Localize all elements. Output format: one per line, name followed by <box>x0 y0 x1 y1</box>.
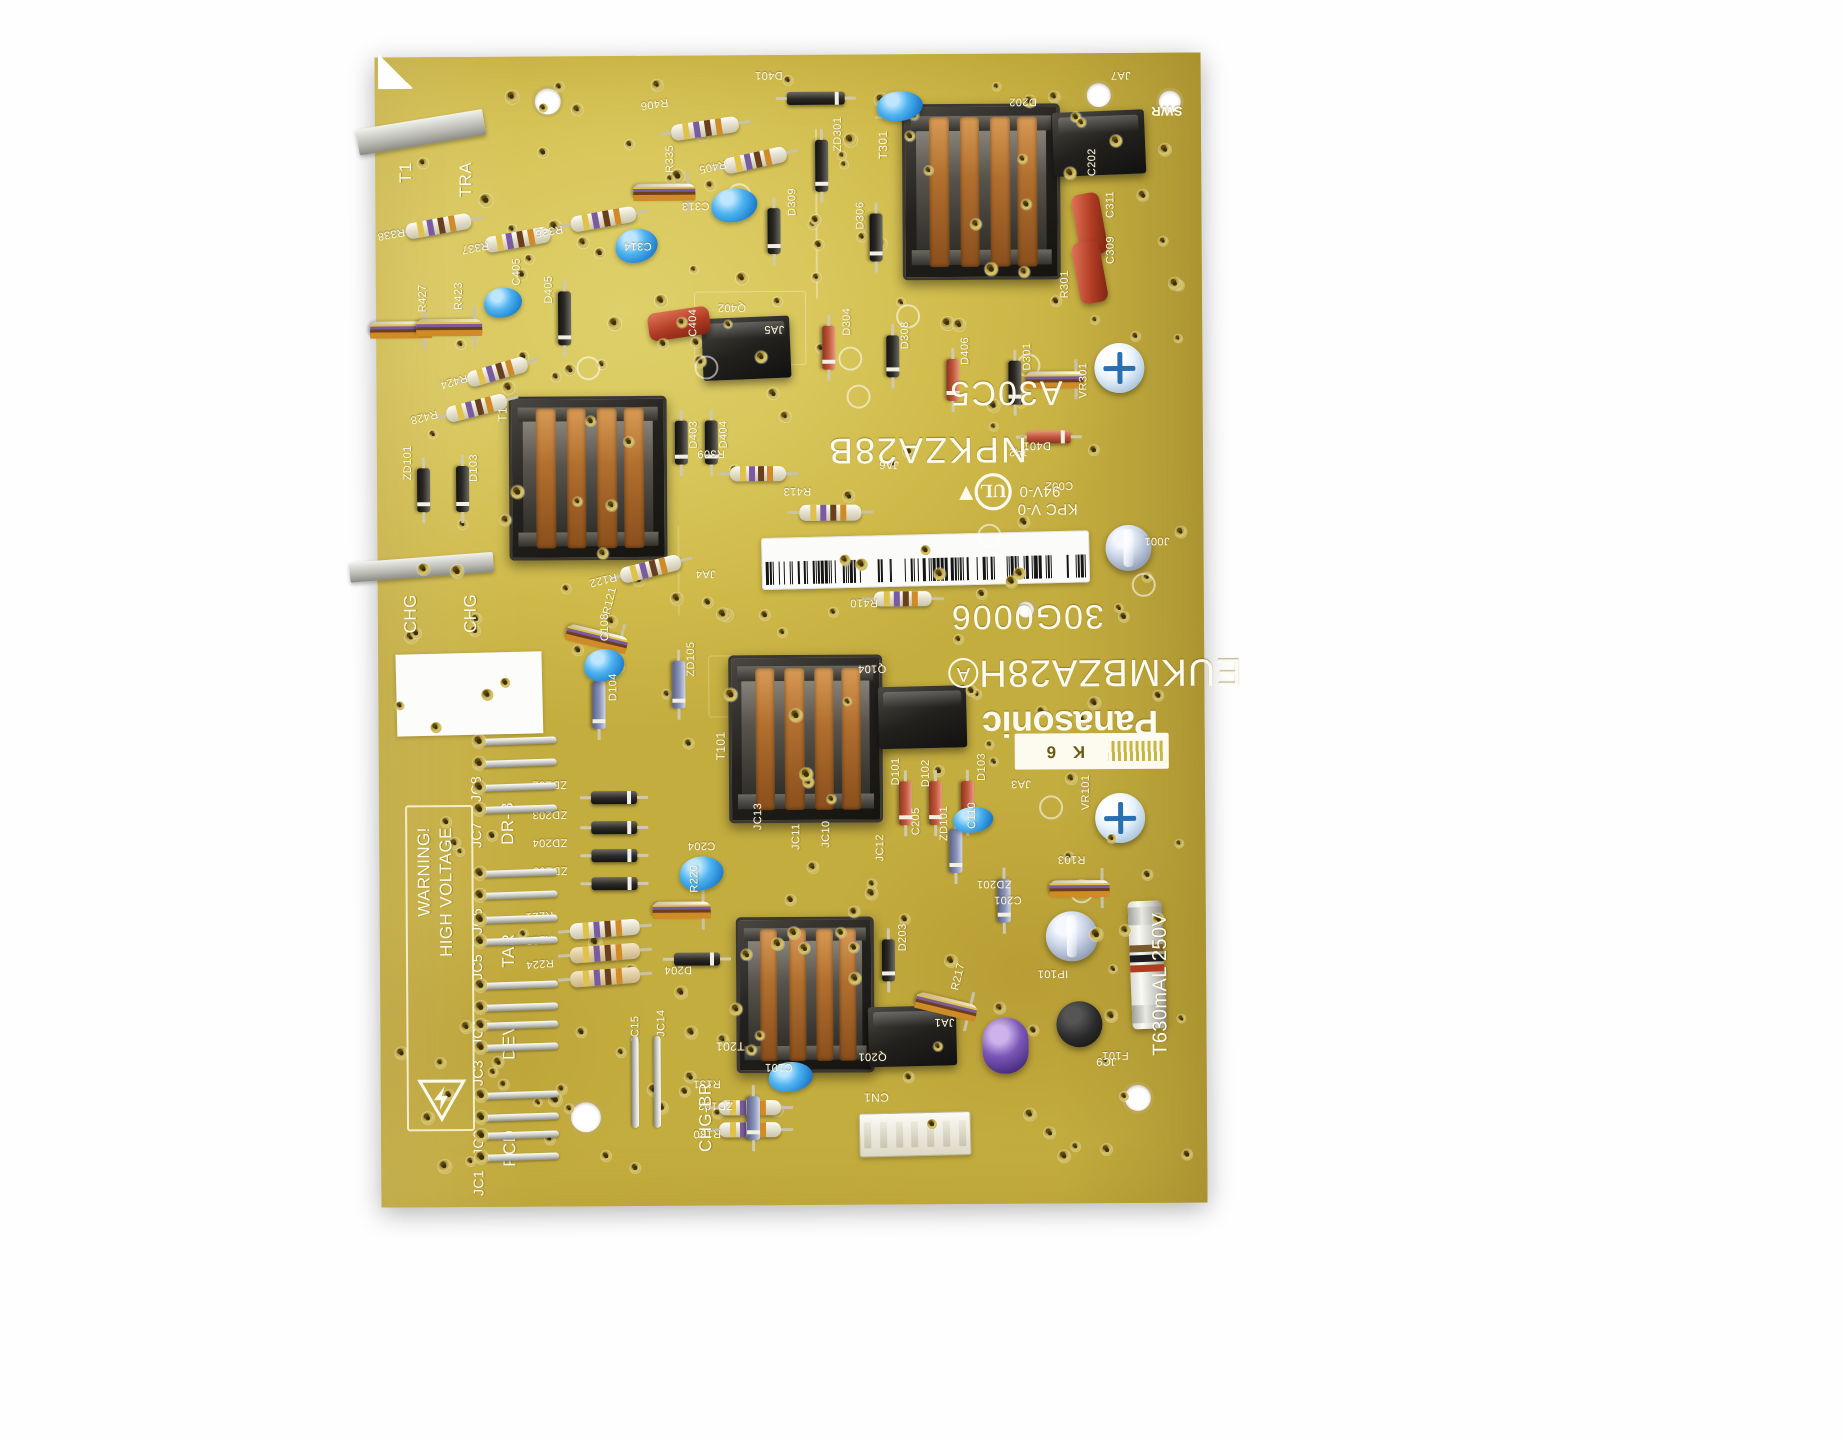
edge-pin <box>479 936 558 946</box>
flammability-mark-1: 94V-0 <box>1019 482 1061 500</box>
edge-pin <box>479 890 558 900</box>
warning-line-1: WARNING! <box>414 827 434 917</box>
solder-pad <box>473 802 487 816</box>
solder-pad <box>473 866 487 880</box>
edge-pin <box>478 782 558 792</box>
edge-pin <box>480 1042 559 1052</box>
solder-pad <box>475 1128 489 1142</box>
solder-pad <box>473 912 487 926</box>
solder-pad <box>474 1110 489 1124</box>
edge-pin-label-jc1: JC1 <box>470 1169 487 1197</box>
edge-pin <box>480 1002 559 1012</box>
board-serial-code: 30G0006 <box>949 597 1104 637</box>
board-marking-swr: SWR <box>1150 103 1183 119</box>
solder-pad <box>475 1150 489 1164</box>
revision-code-box: K 6 <box>1014 732 1169 770</box>
solder-pad <box>474 978 488 992</box>
board-variant-mark: A30C5 <box>948 373 1063 413</box>
solder-pad <box>472 780 486 794</box>
edge-pin <box>653 1035 662 1128</box>
svg-text:UL: UL <box>980 480 1007 501</box>
edge-pin <box>479 868 558 878</box>
revision-letter-badge: A <box>948 657 979 689</box>
warning-line-2: HIGH VOLTAGE <box>436 827 456 957</box>
board-assembly-code: NPKZA28B <box>826 429 1028 472</box>
edge-pin <box>479 914 558 924</box>
edge-pin <box>480 1090 559 1100</box>
edge-pin <box>478 758 557 768</box>
edge-pin <box>480 1020 559 1030</box>
flammability-mark-2: KPC V-0 <box>1017 500 1078 518</box>
edge-pin <box>478 736 557 746</box>
fuse-rating-label: T630mAL 250V <box>1148 912 1172 1056</box>
edge-pin <box>481 1152 560 1162</box>
revision-letters: K 6 <box>1040 742 1086 762</box>
solder-pad <box>472 756 486 770</box>
edge-pin <box>480 1112 560 1122</box>
solder-pad <box>472 734 486 748</box>
ul-mark-icon: UL <box>957 472 1013 512</box>
solder-pad <box>473 888 487 902</box>
board-part-number: EUKMBZA28H <box>978 650 1242 694</box>
edge-pin <box>480 1130 560 1140</box>
edge-pin <box>631 1035 640 1128</box>
revision-letter: A <box>948 657 979 689</box>
solder-pad <box>474 1088 488 1102</box>
solder-pad <box>474 1000 488 1014</box>
solder-pad <box>474 1040 488 1054</box>
edge-pin <box>478 804 558 814</box>
board-corner-chamfer <box>377 54 413 90</box>
high-voltage-triangle-icon <box>417 1077 467 1123</box>
solder-pad <box>473 934 487 948</box>
high-voltage-warning-box: WARNING! HIGH VOLTAGE <box>405 804 476 1132</box>
edge-pin <box>480 980 559 990</box>
solder-pad <box>474 1018 488 1032</box>
